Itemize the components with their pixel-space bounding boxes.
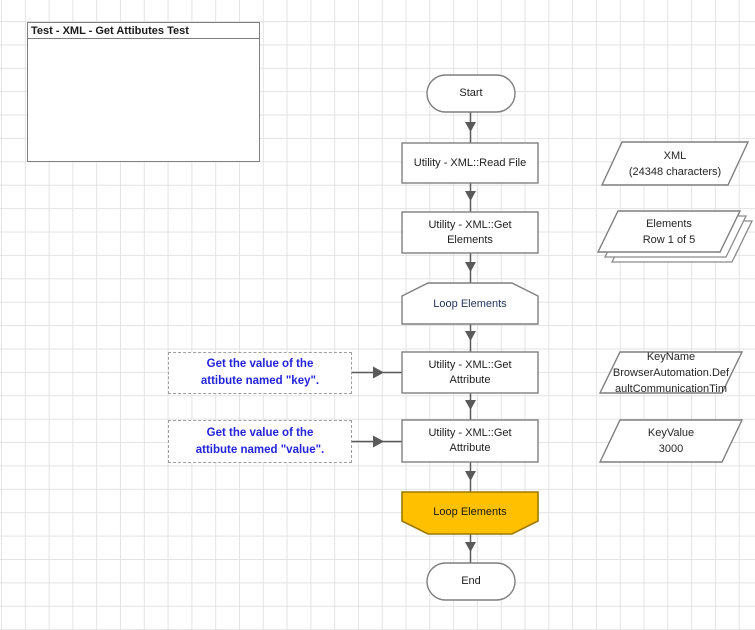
comment-value-arrow[interactable]	[352, 435, 402, 448]
connector-loopend-end[interactable]	[465, 534, 476, 563]
get-attribute-value-node[interactable]	[401, 419, 539, 463]
keyvalue-data-shape[interactable]	[598, 419, 744, 463]
process-title: Test - XML - Get Attibutes Test	[28, 23, 259, 39]
get-attribute-key-node[interactable]	[401, 351, 539, 394]
get-elements-node[interactable]	[401, 211, 539, 254]
xml-data-shape[interactable]	[600, 141, 750, 186]
connector-getattr1-getattr2[interactable]	[465, 393, 476, 420]
process-title-box[interactable]: Test - XML - Get Attibutes Test	[27, 22, 260, 162]
loop-end-node[interactable]	[401, 491, 539, 535]
read-file-node[interactable]	[401, 142, 539, 184]
connector-start-readfile[interactable]	[465, 112, 476, 143]
comment-value[interactable]: Get the value of the attibute named "val…	[168, 420, 352, 463]
comment-key-arrow[interactable]	[352, 366, 402, 379]
connector-readfile-getelements[interactable]	[465, 183, 476, 212]
start-node[interactable]	[426, 74, 516, 113]
connector-getattr2-loopend[interactable]	[465, 462, 476, 492]
connector-getelements-loopstart[interactable]	[465, 253, 476, 283]
keyname-data-shape[interactable]	[598, 351, 744, 394]
connector-loopstart-getattr1[interactable]	[465, 324, 476, 352]
loop-start-node[interactable]	[401, 282, 539, 325]
end-node[interactable]	[426, 562, 516, 601]
elements-data-shape[interactable]	[596, 210, 754, 263]
comment-key[interactable]: Get the value of the attibute named "key…	[168, 352, 352, 394]
